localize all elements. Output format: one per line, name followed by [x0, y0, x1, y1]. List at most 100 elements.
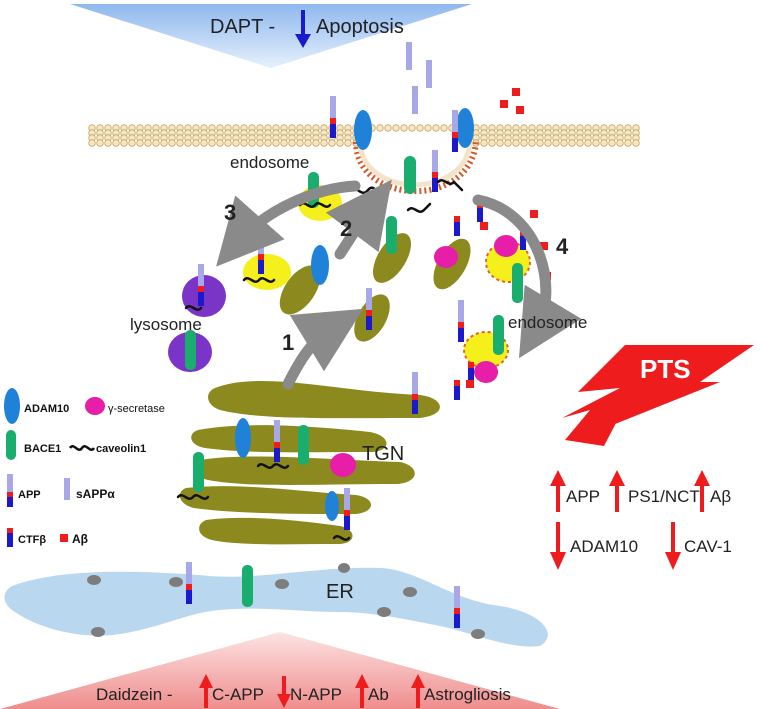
pts-title: PTS: [640, 354, 691, 384]
pts-down-adam10: ADAM10: [570, 537, 638, 556]
legend-bace1-icon: [6, 430, 16, 460]
membrane-lipid: [416, 124, 424, 132]
app-app: [412, 372, 418, 414]
step-4: 4: [556, 234, 569, 259]
legend-adam10-icon: [4, 388, 20, 424]
membrane-lipid: [112, 139, 120, 147]
up-arrowhead: [411, 674, 425, 688]
app-sapp: [412, 86, 418, 114]
bottom-item-label: N-APP: [290, 685, 342, 704]
app-sapp: [406, 42, 412, 70]
membrane-lipid: [224, 139, 232, 147]
legend-adam10: ADAM10: [24, 403, 69, 415]
membrane-lipid: [512, 139, 520, 147]
app-ctf: [454, 380, 460, 400]
app-app: [452, 110, 458, 152]
pts-up-arrows: [550, 470, 710, 512]
ribosomes: [87, 563, 485, 639]
membrane-lipid: [544, 139, 552, 147]
arrow-3: [216, 180, 361, 267]
membrane-lipid: [536, 139, 544, 147]
top-banner-right-text: Apoptosis: [316, 16, 404, 38]
app-app: [274, 420, 280, 462]
bottom-item: C-APP: [199, 674, 264, 708]
membrane-lipid: [440, 124, 448, 132]
membrane-lipid: [608, 139, 616, 147]
app-app: [198, 264, 204, 306]
pts-down-arrows: [550, 522, 681, 570]
membrane-lipid: [136, 139, 144, 147]
membrane-lipid: [328, 139, 336, 147]
down-arrowhead: [277, 694, 291, 708]
legend-app: APP: [18, 489, 41, 501]
membrane-lipid: [128, 139, 136, 147]
label-tgn: TGN: [362, 443, 404, 465]
membrane-lipid: [264, 139, 272, 147]
arrow-1: [282, 308, 364, 390]
membrane-lipid: [504, 139, 512, 147]
up-arrowhead: [199, 674, 213, 688]
membrane-lipid: [232, 139, 240, 147]
membrane-lipid: [200, 139, 208, 147]
membrane-lipid: [320, 139, 328, 147]
app-app: [458, 300, 464, 342]
down-arrow-icon: [295, 10, 311, 48]
adam10-marks: [235, 108, 474, 521]
legend: ADAM10 γ-secretase BACE1 caveolin1 APP s…: [4, 388, 165, 547]
legend-caveolin: caveolin1: [96, 443, 146, 455]
bottom-banner-lead: Daidzein -: [96, 685, 173, 704]
membrane-lipid: [552, 139, 560, 147]
step-3: 3: [224, 200, 236, 225]
membrane-lipid: [280, 139, 288, 147]
legend-ctf: CTFβ: [18, 534, 46, 546]
bottom-item-label: Ab: [368, 685, 389, 704]
caveolin-marks: [176, 179, 464, 541]
label-endosome-top: endosome: [230, 153, 309, 172]
membrane-lipid: [616, 139, 624, 147]
app-sapp: [426, 60, 432, 88]
membrane-lipid: [192, 139, 200, 147]
legend-sapp-icon: [64, 478, 70, 500]
label-er: ER: [326, 581, 354, 603]
membrane-lipid: [336, 139, 344, 147]
membrane-lipid: [184, 139, 192, 147]
membrane-lipid: [104, 139, 112, 147]
legend-abeta: Aβ: [72, 532, 88, 546]
membrane-lipid: [256, 139, 264, 147]
app-app: [186, 562, 192, 604]
membrane-lipid: [632, 139, 640, 147]
membrane-lipid: [216, 139, 224, 147]
label-endosome-right: endosome: [508, 313, 587, 332]
membrane-lipid: [296, 139, 304, 147]
app-app: [330, 96, 336, 138]
label-lysosome: lysosome: [130, 315, 202, 334]
membrane-lipid: [624, 139, 632, 147]
membrane-lipid: [288, 139, 296, 147]
membrane-lipid: [376, 124, 384, 132]
legend-ctf-icon: [7, 528, 13, 547]
bottom-item-label: C-APP: [212, 685, 264, 704]
membrane-lipid: [496, 139, 504, 147]
membrane-lipid: [144, 139, 152, 147]
pathway-arrows: [216, 179, 582, 390]
membrane-lipid: [528, 139, 536, 147]
app-app: [258, 232, 264, 274]
membrane-lipid: [344, 139, 352, 147]
membrane-lipid: [408, 124, 416, 132]
legend-sapp: sAPPα: [76, 487, 115, 501]
membrane-lipid: [160, 139, 168, 147]
membrane-lipid: [584, 139, 592, 147]
membrane-lipid: [600, 139, 608, 147]
membrane-lipid: [312, 139, 320, 147]
membrane-lipid: [424, 124, 432, 132]
membrane-lipid: [88, 139, 96, 147]
membrane-lipid: [400, 124, 408, 132]
legend-abeta-icon: [60, 534, 68, 542]
membrane-lipid: [168, 139, 176, 147]
arrow-2: [325, 179, 392, 260]
bottom-item: N-APP: [277, 676, 342, 708]
membrane-lipid: [488, 139, 496, 147]
membrane-lipid: [432, 124, 440, 132]
